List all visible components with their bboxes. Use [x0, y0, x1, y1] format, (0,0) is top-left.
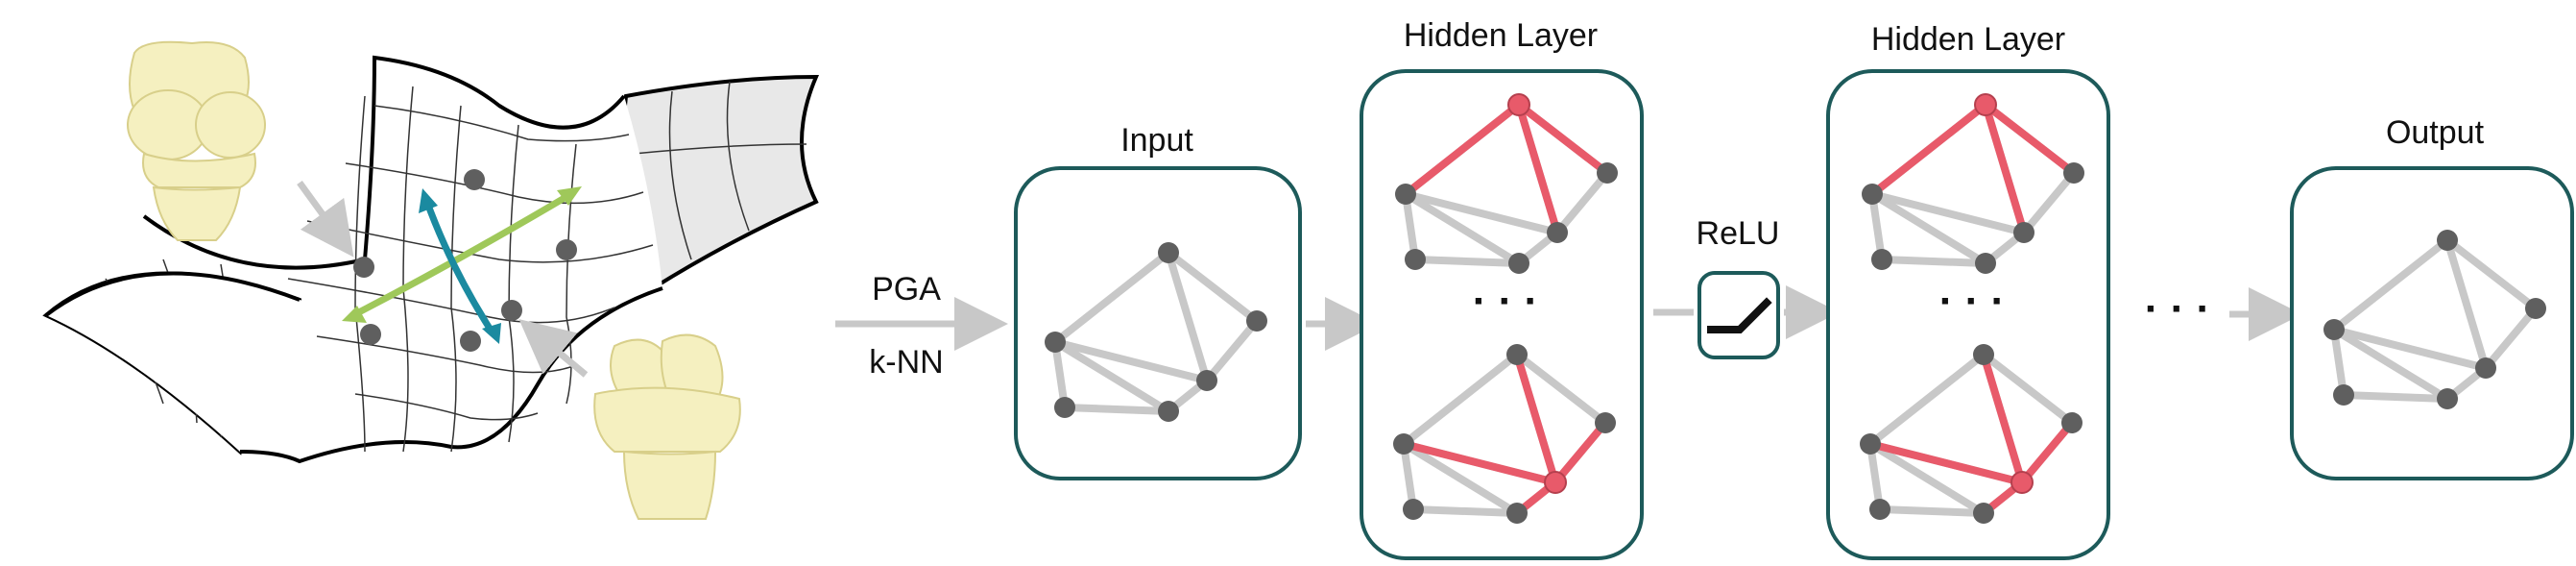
- teal-variation-arrow: [419, 188, 501, 344]
- manifold-point: [464, 169, 485, 190]
- hidden-1-graph-bottom: [1393, 344, 1616, 524]
- manifold-point: [353, 257, 374, 278]
- manifold-surface: [46, 96, 662, 461]
- knn-label: k-NN: [869, 344, 943, 381]
- hidden-layer-2-block: Hidden Layer · · ·: [1826, 21, 2110, 560]
- relu-activation-icon: [1707, 297, 1772, 333]
- input-label: Input: [1120, 122, 1193, 159]
- hidden-1-ellipsis: · · ·: [1473, 278, 1538, 325]
- hidden-layer-2-label: Hidden Layer: [1871, 21, 2065, 58]
- hidden-1-graph-top: [1395, 93, 1618, 274]
- pga-knn-step: PGA k-NN: [835, 271, 1008, 381]
- relu-step: ReLU: [1653, 215, 1840, 359]
- manifold-point: [460, 331, 481, 352]
- input-box: [1014, 166, 1302, 480]
- between-layers-ellipsis: · · ·: [2145, 285, 2210, 332]
- hidden-layer-1-box: [1360, 69, 1644, 560]
- relu-box: [1697, 271, 1780, 359]
- output-graph: [2323, 230, 2546, 409]
- manifold-point: [556, 239, 577, 260]
- manifold-point: [501, 300, 522, 321]
- hidden-layer-1-block: Hidden Layer · · ·: [1360, 17, 1644, 560]
- hidden-2-ellipsis: · · ·: [1939, 278, 2005, 325]
- hidden-2-graph-top: [1862, 93, 2084, 274]
- output-box: [2290, 166, 2574, 480]
- input-block: Input: [1014, 122, 1302, 480]
- knee-bone-bottom-icon: [593, 333, 741, 520]
- green-geodesic-arrow: [342, 186, 582, 323]
- knee-bone-top-icon: [127, 40, 266, 241]
- hidden-2-graph-bottom: [1860, 344, 2082, 524]
- manifold-illustration: [42, 40, 820, 520]
- output-label: Output: [2386, 114, 2485, 151]
- output-block: Output: [2290, 114, 2574, 480]
- pga-label: PGA: [872, 271, 941, 308]
- input-graph: [1045, 242, 1267, 422]
- manifold-point: [360, 324, 381, 345]
- relu-label: ReLU: [1697, 215, 1780, 252]
- hidden-layer-1-label: Hidden Layer: [1404, 17, 1598, 54]
- hidden-layer-2-box: [1826, 69, 2110, 560]
